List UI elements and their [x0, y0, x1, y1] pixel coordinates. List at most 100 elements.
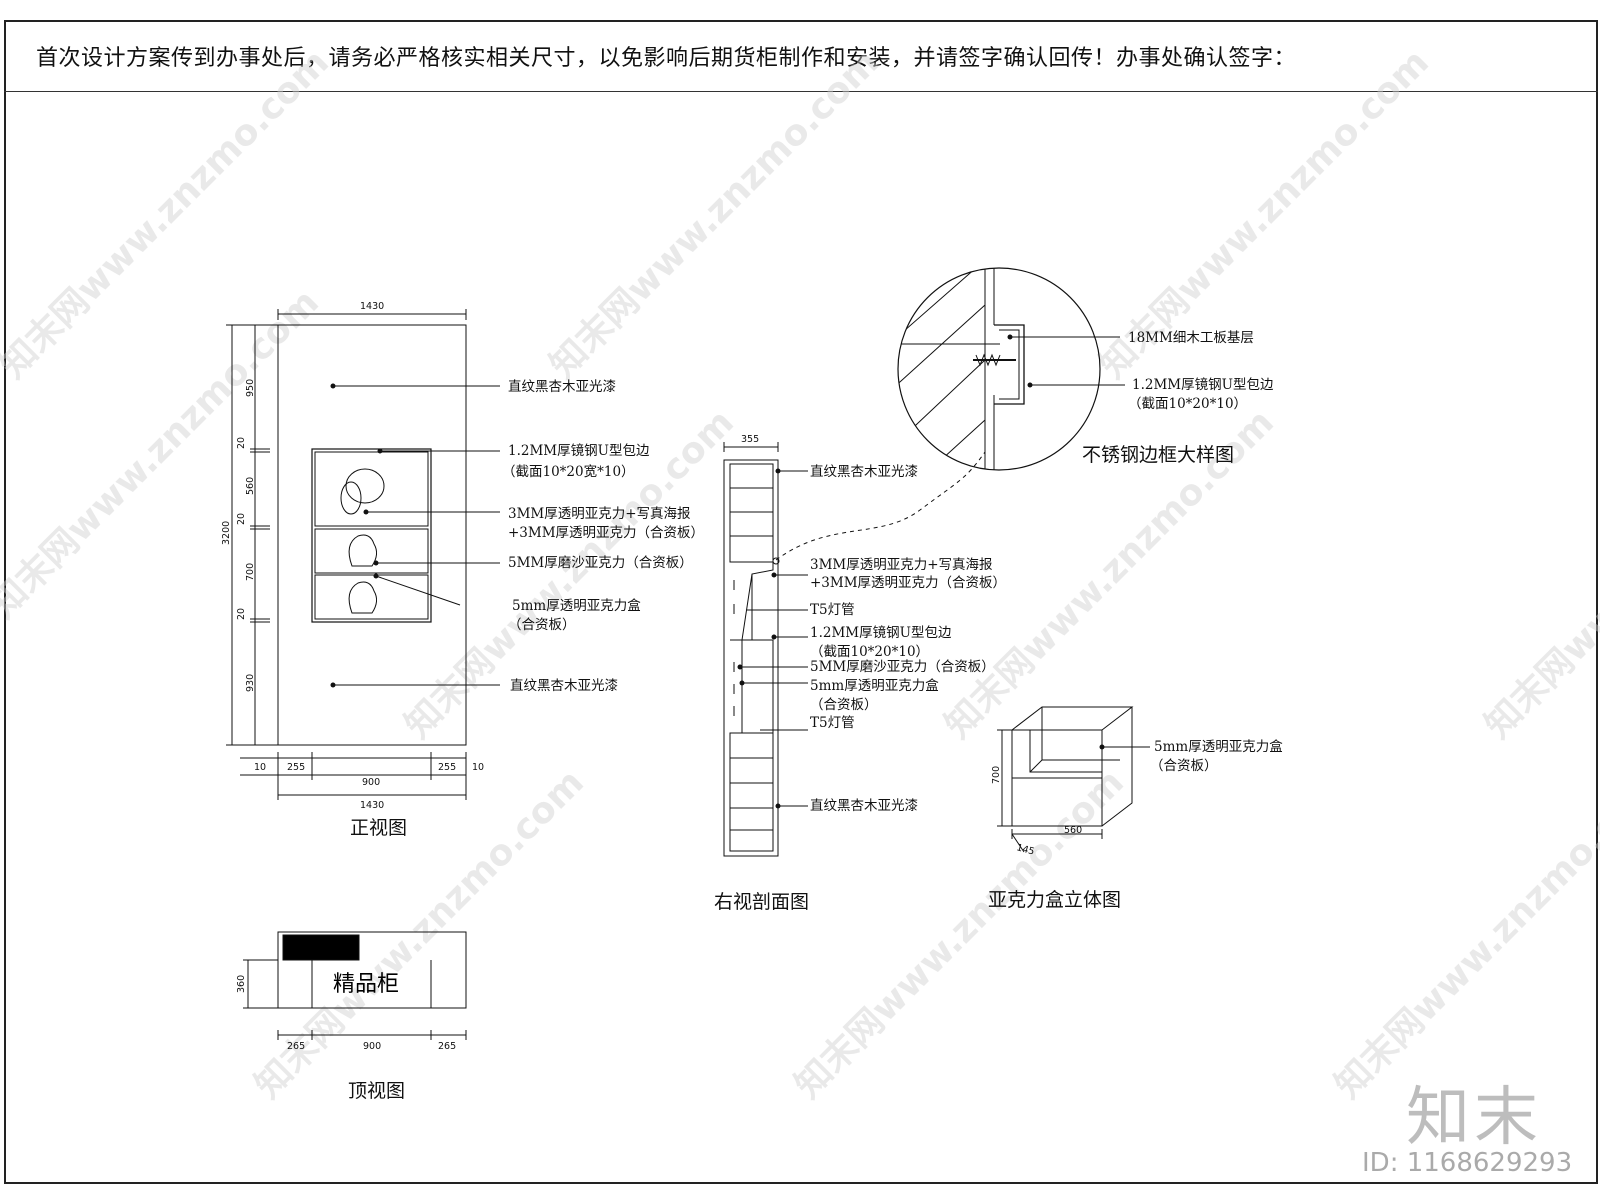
leader-dot — [737, 664, 743, 670]
leader-dot — [1099, 744, 1105, 750]
label-acrylic-box: 5mm厚透明亚克力盒 — [512, 597, 641, 614]
leader-dot — [771, 572, 777, 578]
sketch-figure — [345, 468, 385, 504]
sketch-bag — [348, 534, 378, 567]
top-view-black-block — [282, 934, 360, 961]
leader-dot — [330, 383, 336, 389]
label-side-frosted: 5MM厚磨沙亚克力（合资板） — [810, 659, 995, 675]
side-view-title: 右视剖面图 — [714, 891, 809, 913]
front-view-text: 1430 3200 950 20 560 20 700 20 930 10 25… — [221, 301, 704, 839]
dim-label: 900 — [362, 777, 380, 788]
poster-panel — [314, 451, 429, 527]
label-detail-steel: 1.2MM厚镜钢U型包边 — [1132, 377, 1274, 393]
top-view — [243, 931, 467, 1040]
leader-dot — [775, 468, 781, 474]
detail-hatch — [899, 359, 986, 441]
top-view-text: 精品柜 360 265 900 265 顶视图 — [236, 972, 456, 1102]
acrylic-box-lower — [314, 574, 429, 620]
leader-dot — [775, 803, 781, 809]
label-steel-edge-spec: （截面10*20宽*10） — [502, 463, 635, 480]
dim-label: 20 — [236, 608, 247, 620]
label-detail-base: 18MM细木工板基层 — [1128, 329, 1254, 346]
box3d-inner — [1029, 730, 1102, 773]
front-view-title: 正视图 — [350, 817, 407, 839]
detail-text: 18MM细木工板基层 1.2MM厚镜钢U型包边 （截面10*20*10） 不锈钢… — [1082, 329, 1274, 466]
top-view-title: 顶视图 — [348, 1080, 405, 1102]
top-view-outline — [277, 931, 467, 1009]
label-side-steel: 1.2MM厚镜钢U型包边 — [810, 625, 952, 641]
dim-label: 560 — [1064, 825, 1082, 836]
box3d-title: 亚克力盒立体图 — [988, 889, 1121, 911]
label-detail-steel-spec: （截面10*20*10） — [1128, 396, 1247, 412]
front-view — [226, 309, 500, 800]
watermark: 知末网www.znzmo.com — [1477, 402, 1600, 746]
detail-hatch — [898, 304, 986, 401]
dim-label: 3200 — [221, 521, 232, 545]
label-side-box-2: （合资板） — [810, 697, 878, 713]
watermark: 知末网www.znzmo.com — [542, 42, 886, 386]
dim-label: 950 — [245, 379, 256, 397]
dim-label: 1430 — [360, 800, 384, 811]
leader-dot — [373, 573, 379, 579]
detail-title: 不锈钢边框大样图 — [1082, 444, 1234, 466]
detail-dots — [1007, 334, 1033, 388]
dim-label: 20 — [236, 513, 247, 525]
leader-dot — [373, 560, 379, 566]
dim-label: 700 — [991, 766, 1002, 784]
leader-line — [375, 575, 461, 606]
leader-dot — [363, 509, 369, 515]
label-acrylic-poster-2: +3MM厚透明亚克力（合资板） — [508, 525, 704, 541]
detail-callout-marker — [772, 557, 780, 565]
front-view-dots — [330, 383, 383, 688]
label-side-steel-spec: （截面10*20*10） — [810, 644, 929, 660]
label-frosted-acrylic: 5MM厚磨沙亚克力（合资板） — [508, 555, 693, 571]
side-outline — [723, 459, 779, 857]
dim-label: 255 — [287, 762, 305, 773]
dim-label: 560 — [245, 477, 256, 495]
detail-u-channel-inner — [999, 329, 1020, 400]
dim-label: 700 — [245, 563, 256, 581]
leader-dot — [330, 682, 336, 688]
box3d-top — [1011, 706, 1134, 731]
box3d-text: 700 560 145 5mm厚透明亚克力盒 （合资板） 亚克力盒立体图 — [988, 738, 1283, 911]
label-side-acrylic: 3MM厚透明亚克力+写真海报 — [810, 557, 993, 573]
detail-view — [897, 267, 1125, 471]
label-side-box: 5mm厚透明亚克力盒 — [810, 677, 939, 694]
dim-label: 265 — [438, 1041, 456, 1052]
box3d-view — [997, 706, 1150, 853]
side-view-dots — [737, 468, 781, 809]
label-bottom-panel: 直纹黑杏木亚光漆 — [510, 678, 618, 694]
dim-label: 1430 — [360, 301, 384, 312]
label-box3d: 5mm厚透明亚克力盒 — [1154, 738, 1283, 755]
watermark: 知末网www.znzmo.com — [247, 762, 591, 1106]
label-side-top: 直纹黑杏木亚光漆 — [810, 464, 918, 480]
dim-line — [1011, 833, 1025, 853]
side-view — [723, 442, 986, 857]
label-acrylic-box-2: （合资板） — [508, 617, 576, 633]
side-view-text: 355 直纹黑杏木亚光漆 3MM厚透明亚克力+写真海报 +3MM厚透明亚克力（合… — [714, 434, 1006, 913]
notice-text: 首次设计方案传到办事处后，请务必严格核实相关尺寸，以免影响后期货柜制作和安装，并… — [36, 46, 1297, 71]
dim-label: 255 — [438, 762, 456, 773]
drawing-frame — [4, 20, 1598, 1184]
leader-dot — [771, 634, 777, 640]
dim-label: 10 — [472, 762, 484, 773]
detail-u-channel — [994, 324, 1025, 405]
dim-label: 360 — [236, 975, 247, 993]
steel-frame — [311, 448, 432, 623]
label-side-t5-lower: T5灯管 — [810, 715, 855, 731]
box3d-dots — [1099, 744, 1105, 750]
detail-screw-thread — [975, 353, 1001, 367]
side-recess — [730, 639, 774, 733]
label-top-panel: 直纹黑杏木亚光漆 — [508, 379, 616, 395]
box3d-side — [1101, 707, 1133, 827]
top-view-label: 精品柜 — [333, 972, 399, 997]
leader-dot — [377, 448, 383, 454]
detail-circle — [897, 267, 1101, 471]
label-side-acrylic-2: +3MM厚透明亚克力（合资板） — [810, 575, 1006, 591]
label-steel-edge: 1.2MM厚镜钢U型包边 — [508, 443, 650, 459]
cabinet-front-outline — [277, 324, 467, 746]
dim-label: 145 — [1015, 842, 1035, 857]
detail-hatch — [898, 268, 986, 353]
watermark-layer: 知末网www.znzmo.com 知末网www.znzmo.com 知末网www… — [0, 42, 1600, 1106]
